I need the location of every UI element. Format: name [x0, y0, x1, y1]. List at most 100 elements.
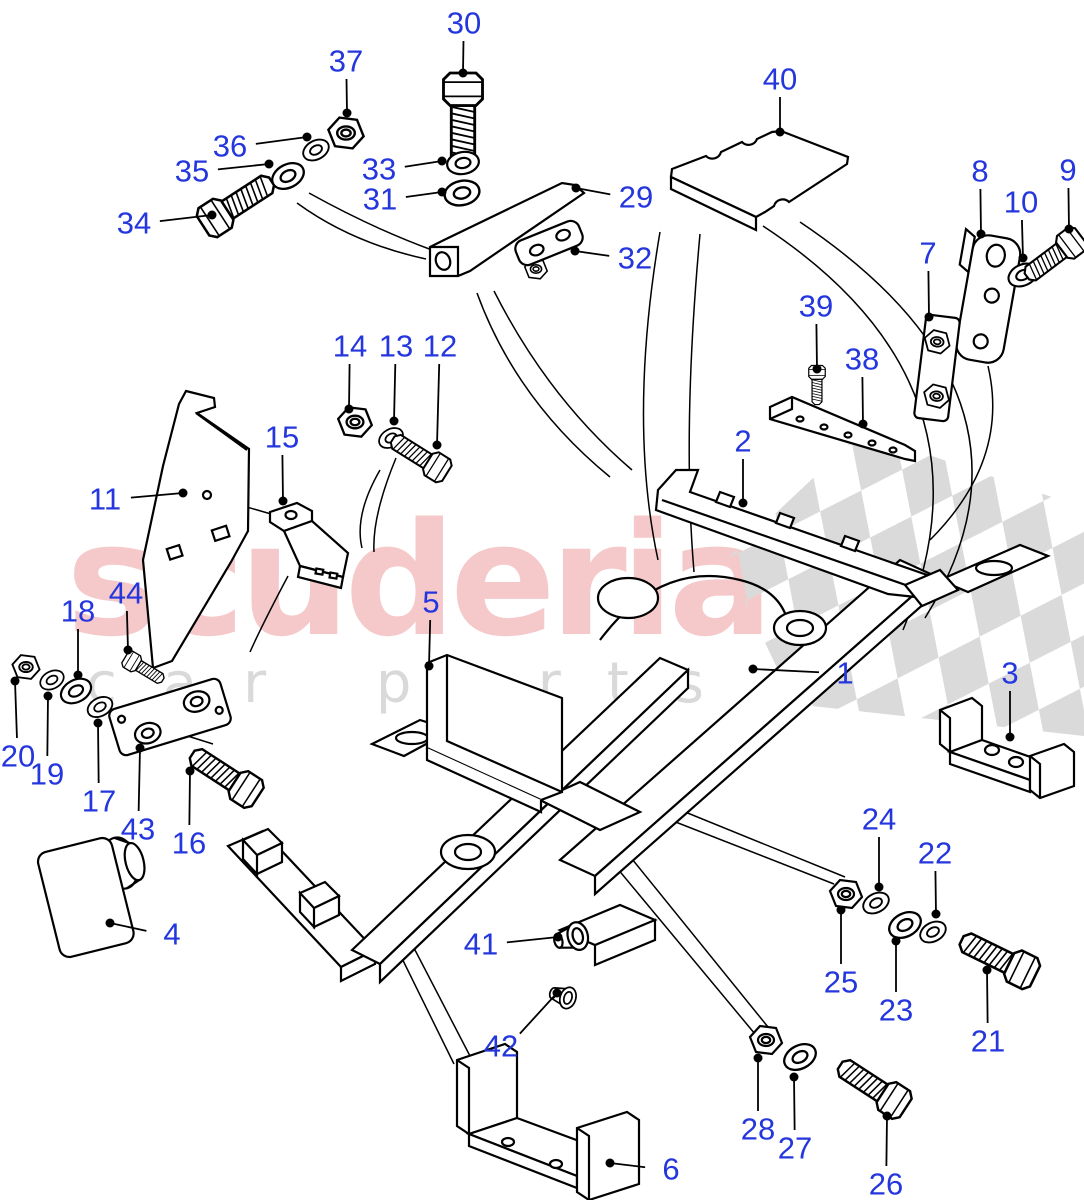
- leader-dot-6: [605, 1158, 615, 1168]
- callout-label-21: 21: [971, 1024, 1005, 1059]
- leader-dot-37: [342, 108, 352, 118]
- callout-label-3: 3: [1001, 656, 1018, 691]
- callout-label-33: 33: [362, 152, 396, 187]
- leader-dot-13: [389, 416, 399, 426]
- leader-line-37: [345, 78, 348, 114]
- leader-line-33: [404, 160, 443, 168]
- leader-line-44: [126, 610, 129, 651]
- leader-dot-20: [10, 676, 20, 686]
- leader-line-43: [137, 747, 141, 812]
- leader-line-10: [1021, 219, 1024, 259]
- leader-line-5: [428, 619, 432, 667]
- callout-label-25: 25: [824, 965, 858, 1000]
- callout-label-9: 9: [1059, 153, 1076, 188]
- leader-line-17: [97, 722, 100, 784]
- leader-dot-21: [982, 965, 992, 975]
- part-28-nut: [748, 1024, 784, 1056]
- leader-dot-16: [185, 766, 195, 776]
- callout-label-19: 19: [30, 757, 64, 792]
- leader-dot-12: [432, 440, 442, 450]
- leader-dot-25: [836, 905, 846, 915]
- leader-line-6: [609, 1162, 646, 1169]
- leader-dot-23: [891, 936, 901, 946]
- leader-dot-43: [135, 743, 145, 753]
- part-4-bump-stop: [36, 836, 146, 959]
- leader-dot-5: [424, 661, 434, 671]
- callout-label-17: 17: [82, 784, 116, 819]
- part-15-bracket: [268, 501, 350, 590]
- part-14-nut: [337, 406, 373, 438]
- callout-label-20: 20: [1, 739, 35, 774]
- leader-line-35: [217, 163, 270, 171]
- leader-line-13: [393, 363, 397, 422]
- part-23-washer: [883, 905, 927, 945]
- leader-line-4: [109, 922, 147, 932]
- leader-line-21: [986, 969, 989, 1024]
- part-6-channel-bracket: [455, 1042, 641, 1200]
- leader-dot-3: [1005, 732, 1015, 742]
- leader-line-38: [861, 376, 864, 425]
- leader-line-32: [574, 250, 610, 257]
- leader-line-29: [575, 187, 611, 196]
- callout-label-30: 30: [447, 6, 481, 41]
- leader-line-15: [281, 454, 284, 502]
- callout-label-22: 22: [918, 836, 952, 871]
- leader-dot-8: [976, 229, 986, 239]
- part-32-plate: [514, 219, 584, 280]
- leader-dot-28: [753, 1053, 763, 1063]
- leader-line-42: [519, 992, 558, 1035]
- leader-line-11: [130, 492, 184, 499]
- leader-dot-38: [858, 419, 868, 429]
- callout-label-23: 23: [879, 993, 913, 1028]
- leader-dot-36: [302, 132, 312, 142]
- callout-label-35: 35: [175, 154, 209, 189]
- callout-label-5: 5: [422, 585, 439, 620]
- callout-label-6: 6: [662, 1152, 679, 1187]
- leader-line-26: [885, 1115, 888, 1167]
- leader-line-14: [348, 363, 351, 410]
- callout-label-40: 40: [763, 62, 797, 97]
- leader-dot-39: [812, 364, 822, 374]
- callout-label-4: 4: [163, 917, 180, 952]
- leader-dot-9: [1064, 224, 1074, 234]
- leader-line-9: [1067, 187, 1070, 230]
- leader-line-27: [793, 1076, 796, 1131]
- leader-line-8: [979, 188, 982, 235]
- callout-label-1: 1: [836, 656, 853, 691]
- leader-dot-2: [738, 498, 748, 508]
- part-43-plate: [108, 677, 232, 757]
- part-8-bracket: [955, 226, 1022, 364]
- leader-dot-44: [123, 645, 133, 655]
- leader-dot-1: [748, 664, 758, 674]
- leader-dot-33: [437, 156, 447, 166]
- callout-label-8: 8: [971, 154, 988, 189]
- part-38-packing-strip: [768, 395, 917, 463]
- callout-label-32: 32: [618, 241, 652, 276]
- part-3-channel-bracket: [938, 696, 1076, 800]
- part-37-nut: [327, 116, 365, 150]
- leader-line-12: [436, 363, 441, 446]
- callout-label-31: 31: [363, 182, 397, 217]
- leader-dot-40: [775, 127, 785, 137]
- leader-dot-17: [93, 718, 103, 728]
- callout-label-11: 11: [89, 482, 121, 517]
- callout-label-28: 28: [741, 1112, 775, 1147]
- line-art: [11, 71, 1084, 1200]
- part-29-support-bracket: [428, 181, 586, 278]
- leader-dot-22: [931, 909, 941, 919]
- callout-label-43: 43: [121, 812, 155, 847]
- leader-dot-34: [207, 210, 217, 220]
- part-42-plug: [545, 980, 580, 1012]
- part-40-bracket-plate: [669, 129, 850, 232]
- leader-dot-15: [278, 496, 288, 506]
- leader-dot-29: [571, 183, 581, 193]
- callout-label-36: 36: [213, 129, 247, 164]
- part-11-bracket-plate: [141, 389, 251, 670]
- leader-line-39: [815, 323, 818, 370]
- leader-dot-18: [73, 670, 83, 680]
- callout-label-7: 7: [919, 236, 936, 271]
- leader-dot-41: [553, 932, 563, 942]
- callout-label-14: 14: [333, 329, 367, 364]
- leader-line-31: [405, 191, 443, 198]
